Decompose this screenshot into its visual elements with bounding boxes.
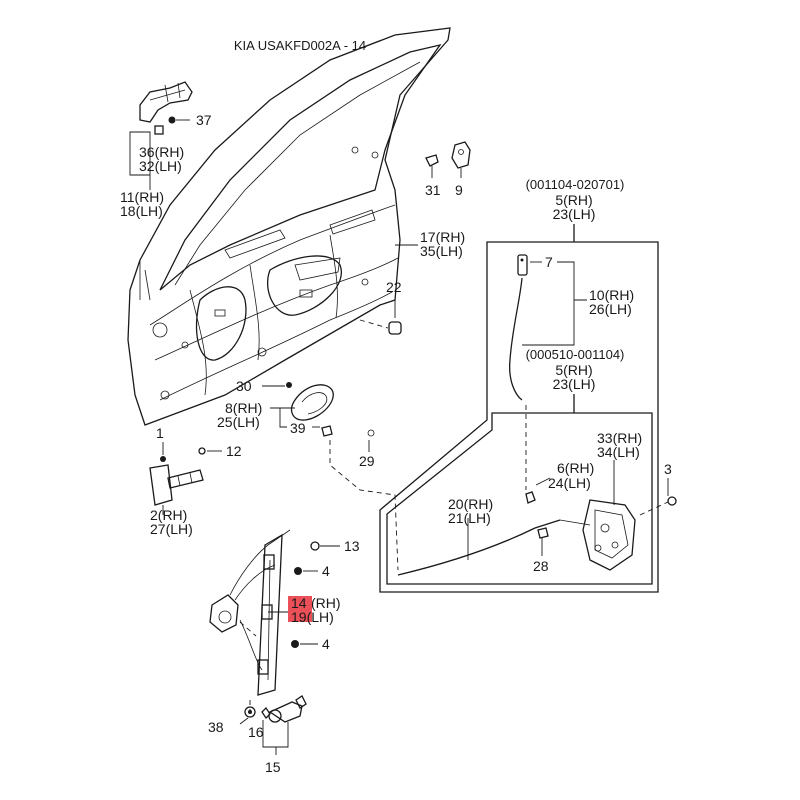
callout-20: 20(RH) — [448, 496, 493, 512]
callout-21: 21(LH) — [448, 510, 491, 526]
callout-4b: 4 — [322, 636, 330, 652]
highlight-14 — [288, 596, 312, 622]
callout-2: 2(RH) — [150, 507, 187, 523]
callout-27: 27(LH) — [150, 521, 193, 537]
lower-group-box — [386, 412, 653, 585]
window-crank — [239, 695, 307, 755]
lower-group-23: 23(LH) — [553, 376, 596, 392]
callout-3: 3 — [664, 461, 672, 477]
door-check — [149, 442, 222, 515]
upper-group-23: 23(LH) — [553, 206, 596, 222]
callout-26: 26(LH) — [589, 301, 632, 317]
callout-7: 7 — [545, 254, 553, 270]
upper-group-box — [379, 241, 659, 593]
callout-36: 36(RH) — [139, 144, 184, 160]
callout-18: 18(LH) — [120, 203, 163, 219]
callout-38: 38 — [208, 719, 224, 735]
callout-31: 31 — [425, 182, 441, 198]
outside-handle-rod — [509, 254, 587, 490]
lower-group-period: (000510-001104) — [526, 347, 625, 362]
lower-group-5: 5(RH) — [555, 362, 592, 378]
callout-14-side: (RH) — [311, 595, 341, 611]
callout-8: 8(RH) — [225, 400, 262, 416]
callout-28: 28 — [533, 558, 549, 574]
callout-14[interactable]: 14 — [291, 595, 307, 611]
callout-6: 6(RH) — [557, 460, 594, 476]
callout-10: 10(RH) — [589, 287, 634, 303]
callout-22: 22 — [386, 279, 402, 295]
callout-34: 34(LH) — [597, 444, 640, 460]
callout-37: 37 — [196, 112, 212, 128]
callout-11: 11(RH) — [120, 189, 164, 205]
callout-32: 32(LH) — [139, 158, 182, 174]
callout-35: 35(LH) — [420, 243, 463, 259]
grommet-22 — [359, 298, 402, 335]
inside-handle — [262, 382, 375, 452]
callout-9: 9 — [455, 182, 463, 198]
upper-hinge — [129, 81, 193, 190]
callout-4a: 4 — [322, 563, 330, 579]
callout-1: 1 — [156, 425, 164, 441]
callout-24: 24(LH) — [548, 475, 591, 491]
callout-39: 39 — [290, 420, 306, 436]
callout-13: 13 — [344, 538, 360, 554]
callout-19: 19(LH) — [291, 609, 334, 625]
striker-parts — [425, 141, 471, 178]
callout-25: 25(LH) — [217, 414, 260, 430]
callout-33: 33(RH) — [597, 430, 642, 446]
upper-group-period: (001104-020701) — [526, 177, 625, 192]
callout-15: 15 — [265, 759, 281, 775]
diagram-title: KIA USAKFD002A - 14 — [234, 38, 366, 53]
callout-29: 29 — [359, 453, 375, 469]
callout-30: 30 — [236, 378, 252, 394]
door-latch — [329, 440, 677, 576]
door-panel — [127, 27, 451, 426]
upper-group-5: 5(RH) — [555, 192, 592, 208]
callout-12: 12 — [226, 443, 242, 459]
callout-17: 17(RH) — [420, 229, 465, 245]
callout-16: 16 — [248, 724, 264, 740]
